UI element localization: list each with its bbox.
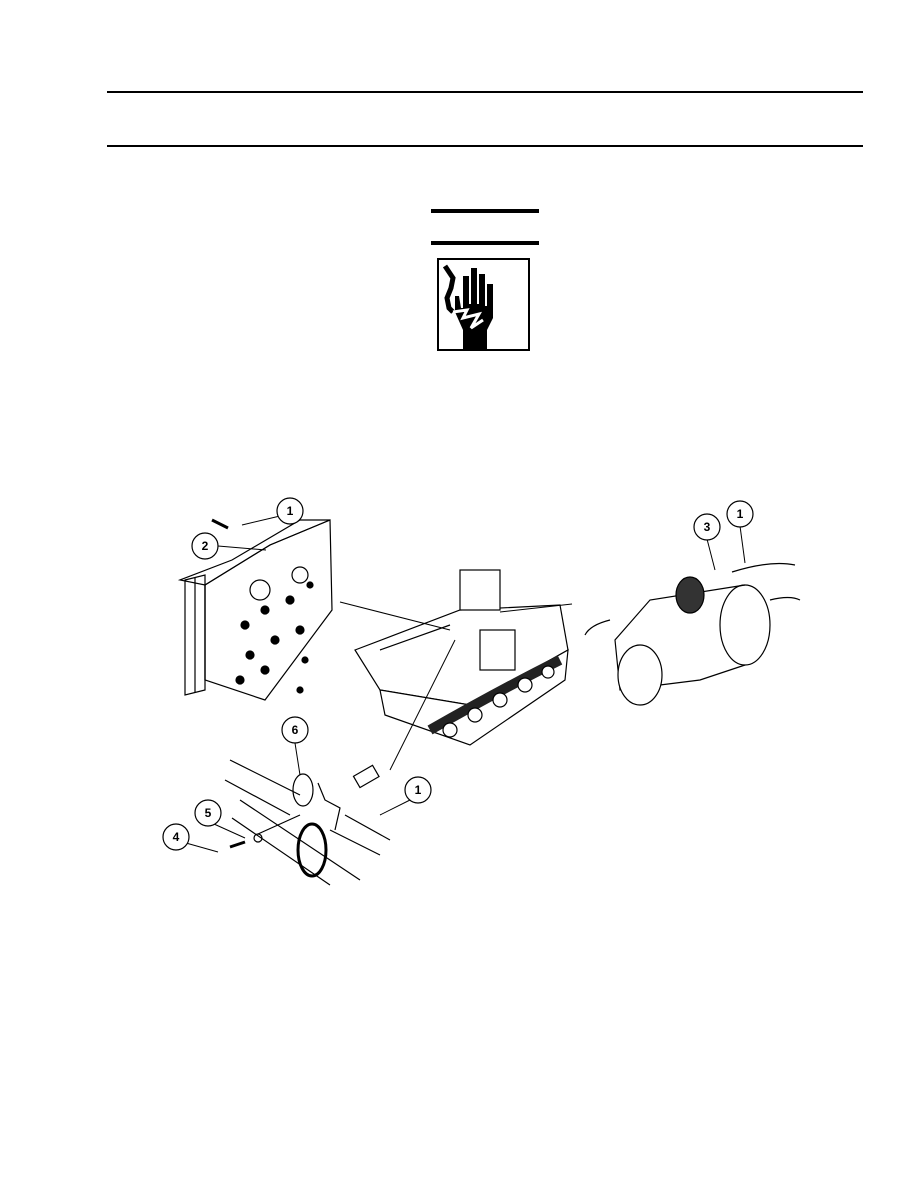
svg-text:6: 6 <box>292 723 299 737</box>
radio-unit-drawing <box>177 518 333 701</box>
svg-text:5: 5 <box>205 806 212 820</box>
callout-3: 3 <box>693 513 721 541</box>
electrical-shock-hand-icon <box>437 258 530 351</box>
armored-vehicle-drawing <box>354 569 569 746</box>
svg-text:1: 1 <box>287 504 294 518</box>
callout-1: 1 <box>726 500 754 528</box>
callout-2: 2 <box>191 532 219 560</box>
callout-4: 4 <box>162 823 190 851</box>
warning-bar-top <box>431 209 539 213</box>
header-rule-bottom <box>107 145 863 147</box>
callout-6: 6 <box>281 716 309 744</box>
callout-1: 1 <box>276 497 304 525</box>
clamp-detail-drawing <box>224 759 391 886</box>
leader-arrows <box>185 515 746 853</box>
header-rule-top <box>107 91 863 93</box>
svg-text:2: 2 <box>202 539 209 553</box>
svg-text:1: 1 <box>737 507 744 521</box>
heater-assembly-drawing <box>584 562 801 706</box>
warning-bar-bottom <box>431 241 539 245</box>
callout-1: 1 <box>404 776 432 804</box>
svg-text:4: 4 <box>173 830 180 844</box>
svg-text:1: 1 <box>415 783 422 797</box>
svg-text:3: 3 <box>704 520 711 534</box>
callout-5: 5 <box>194 799 222 827</box>
